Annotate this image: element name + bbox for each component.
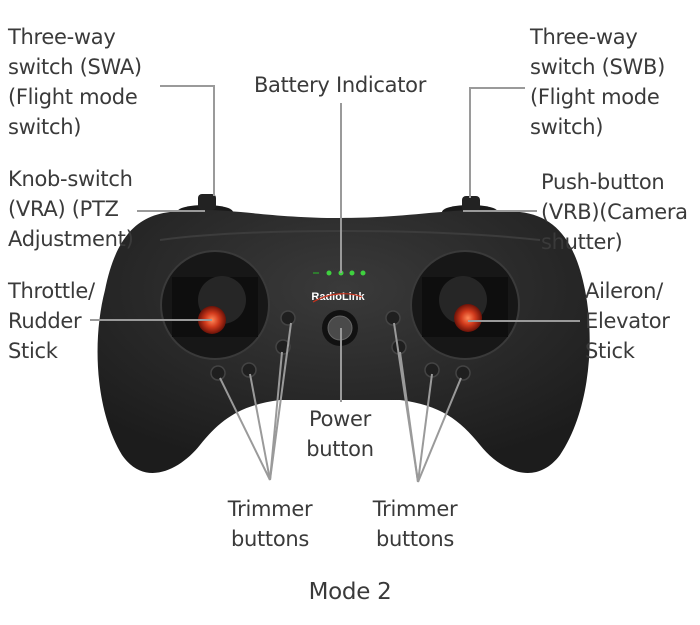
right-stick <box>410 250 520 360</box>
left-stick <box>160 250 270 360</box>
label-trimmer-right: Trimmer buttons <box>372 497 458 551</box>
label-throttle-stick: Throttle/ Rudder Stick <box>8 279 95 363</box>
label-vrb: Push-button (VRB)(Camera shutter) <box>541 170 688 254</box>
label-vra: Knob-switch (VRA) (PTZ Adjustment) <box>8 167 134 251</box>
label-swb: Three-way switch (SWB) (Flight mode swit… <box>530 25 666 139</box>
label-swa: Three-way switch (SWA) (Flight mode swit… <box>8 25 142 139</box>
brand-logo: RadioLink <box>311 291 365 303</box>
label-battery-indicator: Battery Indicator <box>253 73 427 97</box>
label-trimmer-left: Trimmer buttons <box>227 497 313 551</box>
leader-lines <box>90 85 580 483</box>
label-power-button: Power button <box>306 407 374 461</box>
label-aileron-stick: Aileron/ Elevator Stick <box>585 279 670 363</box>
caption-mode: Mode 2 <box>308 579 392 605</box>
